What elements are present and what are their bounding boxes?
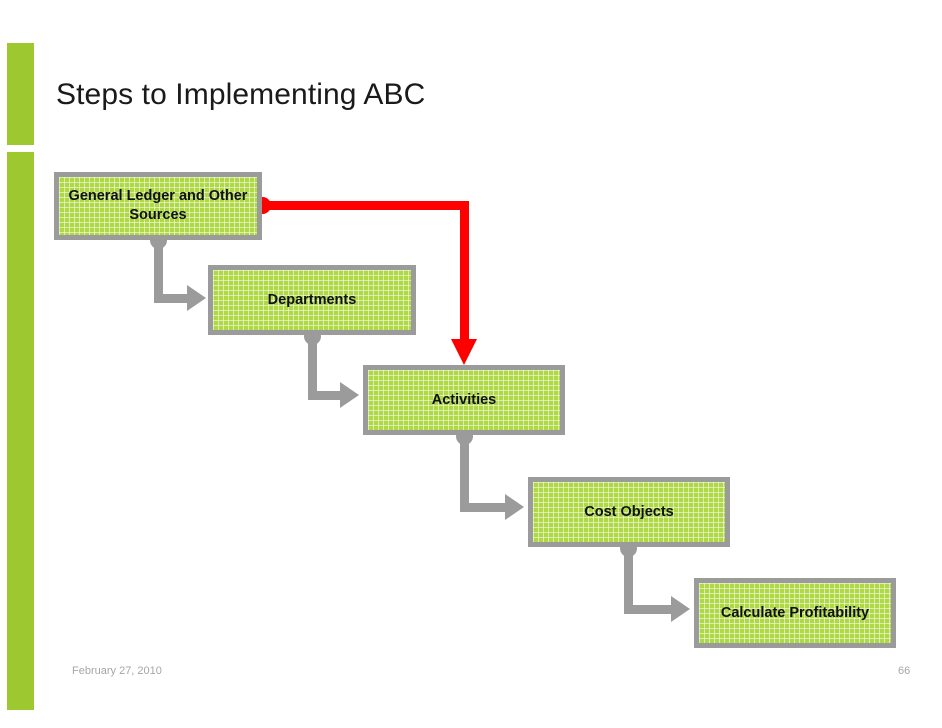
- process-box-calculate-profitability[interactable]: Calculate Profitability: [694, 578, 896, 648]
- red-connector-horizontal-segment: [264, 201, 469, 210]
- process-box-label: Calculate Profitability: [720, 604, 870, 621]
- connector-vertical-segment: [154, 240, 163, 302]
- process-box-label: Activities: [431, 391, 497, 408]
- process-box-label: Cost Objects: [584, 503, 674, 520]
- footer-page-number: 66: [898, 665, 911, 677]
- process-box-label: General Ledger and Other Sources: [68, 188, 248, 223]
- arrowhead-icon: [505, 494, 524, 520]
- accent-bar-top: [7, 43, 34, 145]
- process-box-activities[interactable]: Activities: [363, 365, 565, 435]
- process-box-cost-objects[interactable]: Cost Objects: [528, 477, 730, 547]
- process-box-departments[interactable]: Departments: [208, 265, 416, 335]
- arrowhead-icon: [671, 596, 690, 622]
- accent-bar-bottom: [7, 152, 34, 710]
- connector-vertical-segment: [624, 548, 633, 610]
- red-connector-vertical-segment: [460, 201, 469, 345]
- connector-vertical-segment: [308, 336, 317, 398]
- connector-vertical-segment: [460, 436, 469, 509]
- connector-horizontal-segment: [624, 605, 676, 614]
- connector-horizontal-segment: [154, 294, 192, 303]
- red-arrowhead-icon: [451, 339, 477, 365]
- arrowhead-icon: [340, 382, 359, 408]
- connector-horizontal-segment: [460, 503, 510, 512]
- process-box-general-ledger[interactable]: General Ledger and Other Sources: [54, 172, 262, 240]
- footer-date: February 27, 2010: [72, 665, 162, 677]
- process-box-label: Departments: [267, 291, 357, 308]
- arrowhead-icon: [187, 285, 206, 311]
- page-title: Steps to Implementing ABC: [56, 78, 426, 111]
- connector-horizontal-segment: [308, 391, 345, 400]
